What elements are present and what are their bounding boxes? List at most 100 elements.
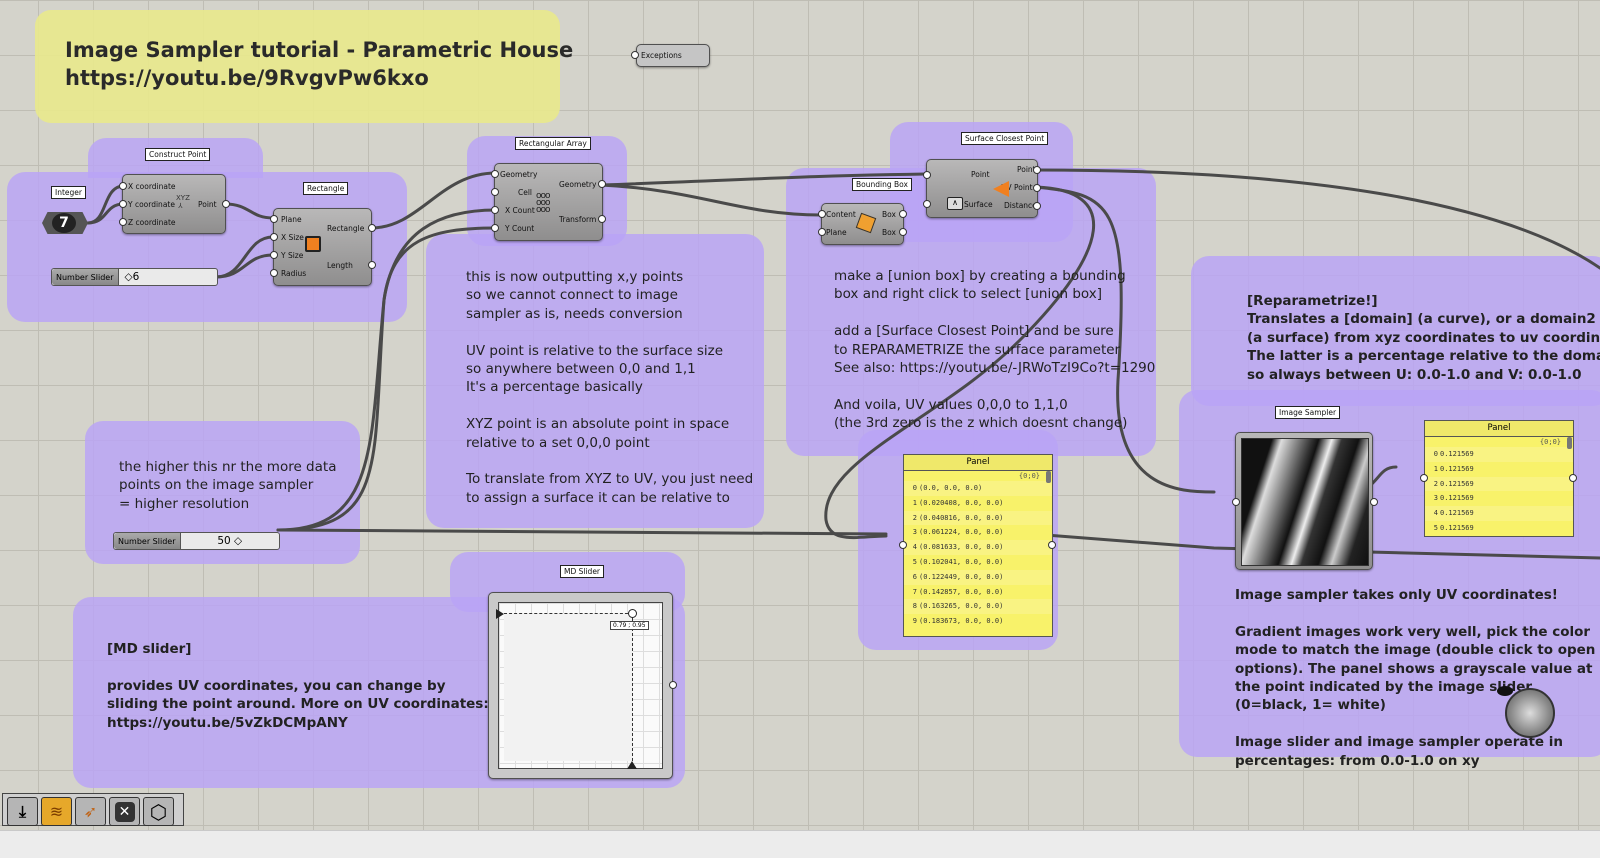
construct-point-tag: Construct Point: [145, 148, 211, 161]
panel-2-path: {0;0}: [1539, 438, 1561, 446]
image-sampler-input-port[interactable]: [1232, 498, 1240, 506]
rectangle-port-rect-out[interactable]: [368, 224, 376, 232]
rect-array-port-ycount[interactable]: [491, 224, 499, 232]
exceptions-input-port[interactable]: [631, 51, 639, 59]
panel-1-row-index: 8: [912, 602, 917, 611]
bounding-box-port-box1[interactable]: [899, 210, 907, 218]
rectangle-input-plane: Plane: [281, 215, 302, 224]
scp-port-uvpoint-out[interactable]: [1033, 184, 1041, 192]
panel-1-row-index: 7: [912, 587, 917, 596]
panel-2-row-value: 0.121569: [1440, 509, 1474, 518]
md-slider-y-marker: [496, 609, 504, 619]
bounding-box-output-box2: Box: [882, 228, 896, 237]
hexagon-icon[interactable]: ⬡: [143, 797, 174, 826]
panel-1-row: 7(0.142857, 0.0, 0.0): [904, 585, 1052, 600]
construct-point-input-y: Y coordinate: [128, 200, 175, 209]
xyz-icon: XYZ ⅄: [176, 194, 190, 210]
panel-1-row: 3(0.061224, 0.0, 0.0): [904, 525, 1052, 540]
panel-1-output-port[interactable]: [1048, 541, 1056, 549]
panel-1-row-value: (0.040816, 0.0, 0.0): [919, 513, 1004, 522]
rect-array-port-transform-out[interactable]: [598, 215, 606, 223]
scp-port-point[interactable]: [923, 171, 931, 179]
number-slider-2[interactable]: Number Slider 50 ◇: [113, 532, 280, 550]
download-icon[interactable]: ⤓: [7, 797, 38, 826]
construct-point-port-z[interactable]: [119, 218, 127, 226]
note-reparam: [Reparametrize!] Translates a [domain] (…: [1247, 293, 1600, 383]
scp-output-uvpoint: UV Point: [1001, 183, 1033, 192]
rectangle-port-length-out[interactable]: [368, 261, 376, 269]
number-slider-2-value: 50: [217, 535, 231, 547]
md-slider-handle[interactable]: [628, 609, 637, 618]
panel-1-rows: 0(0.0, 0.0, 0.0)1(0.020408, 0.0, 0.0)2(0…: [904, 481, 1052, 629]
md-slider-readout: 0.79 ; 0.95: [610, 621, 649, 630]
construct-point-input-x: X coordinate: [128, 182, 176, 191]
rectangle-input-xsize: X Size: [281, 233, 304, 242]
panel-2-scrollbar[interactable]: [1567, 437, 1572, 449]
md-slider-region: [504, 613, 633, 761]
bounding-box-port-box2[interactable]: [899, 228, 907, 236]
panel-1-row-value: (0.142857, 0.0, 0.0): [919, 587, 1004, 596]
bounding-box-port-plane[interactable]: [818, 228, 826, 236]
rect-array-port-cell[interactable]: [491, 188, 499, 196]
panel-1-row-index: 1: [912, 498, 917, 507]
scp-port-surface[interactable]: [923, 200, 931, 208]
gear-icon[interactable]: [1505, 688, 1555, 738]
rectangle-port-radius[interactable]: [270, 269, 278, 277]
panel-2-output-port[interactable]: [1569, 474, 1577, 482]
wire-pick-icon[interactable]: ➶: [75, 797, 106, 826]
group-sampler[interactable]: [1191, 256, 1600, 406]
construct-point-port-out[interactable]: [222, 200, 230, 208]
panel-1[interactable]: Panel {0;0} 0(0.0, 0.0, 0.0)1(0.020408, …: [903, 454, 1053, 637]
panel-2-input-port[interactable]: [1420, 474, 1428, 482]
note-md: [MD slider] provides UV coordinates, you…: [107, 641, 489, 731]
md-slider-output-port[interactable]: [669, 681, 677, 689]
surface-closest-point-component[interactable]: [926, 159, 1038, 218]
panel-1-row-value: (0.163265, 0.0, 0.0): [919, 602, 1004, 611]
integer-value: 7: [52, 213, 76, 233]
image-preview: [1241, 438, 1369, 566]
rectangle-port-ysize[interactable]: [270, 251, 278, 259]
surface-closest-point-tag: Surface Closest Point: [961, 132, 1049, 145]
rectangle-output-rect: Rectangle: [327, 224, 365, 233]
image-sampler-output-port[interactable]: [1370, 498, 1378, 506]
scp-port-point-out[interactable]: [1033, 166, 1041, 174]
panel-2-row-value: 0.121569: [1440, 450, 1474, 458]
rectangle-component[interactable]: [273, 208, 372, 286]
group-array-note[interactable]: [426, 234, 764, 528]
panel-1-row-value: (0.061224, 0.0, 0.0): [919, 528, 1004, 537]
bounding-box-port-content[interactable]: [818, 210, 826, 218]
construct-point-component[interactable]: [122, 174, 226, 234]
number-slider-2-grip[interactable]: ◇: [230, 535, 243, 547]
rect-array-port-geometry-out[interactable]: [598, 180, 606, 188]
panel-1-input-port[interactable]: [899, 541, 907, 549]
bounding-box-component[interactable]: [821, 203, 904, 245]
construct-point-port-y[interactable]: [119, 200, 127, 208]
construct-point-port-x[interactable]: [119, 182, 127, 190]
number-slider-1[interactable]: Number Slider ◇6: [51, 268, 218, 286]
bounding-box-input-plane: Plane: [826, 228, 847, 237]
rectangle-port-xsize[interactable]: [270, 233, 278, 241]
scp-port-distance-out[interactable]: [1033, 202, 1041, 210]
rect-array-port-xcount[interactable]: [491, 206, 499, 214]
md-slider-component[interactable]: 0.79 ; 0.95: [488, 592, 673, 779]
disable-icon[interactable]: ✕: [109, 797, 140, 826]
number-slider-1-label: Number Slider: [52, 269, 119, 285]
panel-1-row: 4(0.081633, 0.0, 0.0): [904, 540, 1052, 555]
note-sampler: Image sampler takes only UV coordinates!…: [1235, 587, 1596, 769]
rect-array-port-geometry[interactable]: [491, 170, 499, 178]
panel-1-row-index: 9: [912, 617, 917, 626]
number-slider-1-grip[interactable]: ◇: [124, 271, 133, 283]
rect-array-input-geometry: Geometry: [500, 170, 538, 179]
rect-array-component[interactable]: [494, 163, 603, 241]
rectangle-port-plane[interactable]: [270, 215, 278, 223]
rect-array-input-cell: Cell: [518, 188, 533, 197]
panel-2-row-index: 5: [1433, 523, 1438, 532]
title-group[interactable]: [35, 10, 560, 123]
panel-1-scrollbar[interactable]: [1046, 471, 1051, 483]
image-sampler-component[interactable]: [1235, 432, 1373, 570]
integer-tag: Integer: [51, 186, 86, 199]
preview-mesh-icon[interactable]: ≋: [41, 797, 72, 826]
panel-1-row-index: 3: [912, 528, 917, 537]
